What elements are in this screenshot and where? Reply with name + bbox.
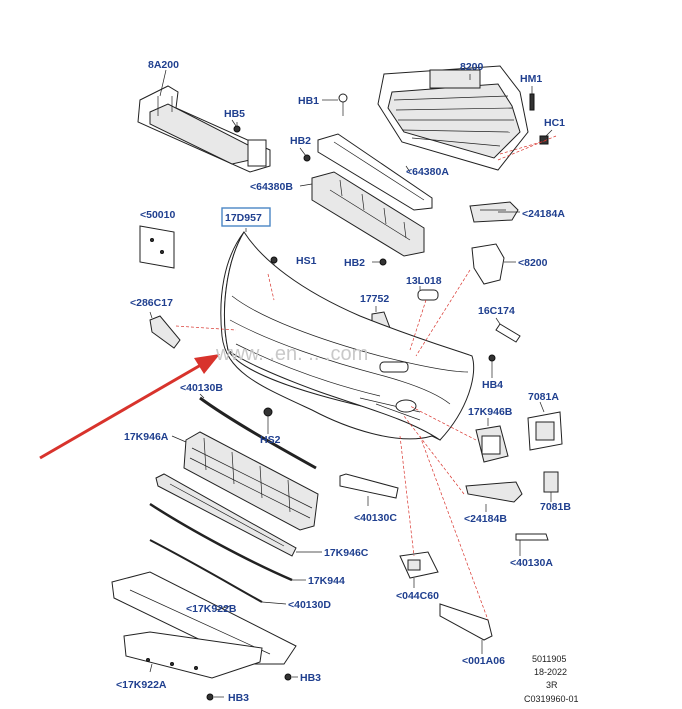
shield-17k922a [123,631,263,679]
callout-24184a: <24184A [522,208,565,220]
callout-17k946c: 17K946C [324,547,369,559]
bracket-044c60 [399,551,439,579]
callout-50010: <50010 [140,209,175,221]
duct-24184b [465,481,523,503]
bracket-7081a [527,411,563,451]
callout-40130a: <40130A [510,557,553,569]
callout-hb2-upper: HB2 [290,135,311,147]
callout-17k944: 17K944 [308,575,345,587]
strip-40130d [149,539,263,603]
grille-17k946a [183,431,319,531]
callout-hb3-right: HB3 [300,672,321,684]
callout-hm1: HM1 [520,73,542,85]
grille-17k946c [155,473,297,557]
callout-40130d: <40130D [288,599,331,611]
callout-8200-bracket: <8200 [518,257,548,269]
callout-64380b: <64380B [250,181,293,193]
callout-hb2-lower: HB2 [344,257,365,269]
red-leader-lines [175,135,557,621]
bolt-hb3-right [284,673,292,681]
trim-40130c [339,473,399,499]
bracket-8200 [471,243,505,285]
callout-13l018: 13L018 [406,275,442,287]
callout-7081b: 7081B [540,501,571,513]
bezel-17k946b [475,425,509,463]
callout-hs2: HS2 [260,434,281,446]
callout-17752: 17752 [360,293,389,305]
pointer-arrow [39,354,220,460]
callout-17d957: 17D957 [225,212,262,224]
screw-hm1 [529,86,535,111]
callout-24184b: <24184B [464,513,507,525]
callout-17k922a: <17K922A [116,679,167,691]
reference-block: 5011905 18-2022 3R C0319960-01 [524,654,579,704]
duct-24184a [469,201,519,223]
bracket-8a200 [137,69,271,173]
part-13l018 [417,289,439,301]
ref-line-1: 5011905 [532,654,566,664]
bracket-286c17 [149,315,181,349]
absorber-64380b [311,171,425,257]
bolt-hb2-lower [379,258,387,266]
callout-hs1: HS1 [296,255,317,267]
bolt-hb2-upper [303,154,311,162]
callout-8a200: 8A200 [148,59,179,71]
beam-64380a [317,133,433,211]
callout-labels: 8A200 8200 HM1 HB5 HB1 HC1 HB2 <64380A <… [116,59,571,704]
callout-17k946b: 17K946B [468,406,513,418]
bolt-hb1 [338,93,348,116]
callout-8200: 8200 [460,61,484,73]
callout-hb4: HB4 [482,379,503,391]
undertray-17k922b [111,571,297,665]
callout-hb3-left: HB3 [228,692,249,704]
ref-line-4: C0319960-01 [524,694,579,704]
callout-40130c: <40130C [354,512,397,524]
trim-40130b [199,396,317,470]
part-7081b [543,471,559,498]
callout-hc1: HC1 [544,117,565,129]
callout-286c17: <286C17 [130,297,173,309]
bumper-cover-17d957 [220,231,475,441]
ref-line-2: 18-2022 [534,667,567,677]
plate-50010 [139,225,175,269]
callout-hb1: HB1 [298,95,319,107]
sensor-16c174 [488,323,521,372]
callout-16c174: 16C174 [478,305,515,317]
leader-lines [149,99,552,698]
bolt-hb5 [233,122,241,133]
callout-7081a: 7081A [528,391,559,403]
callout-64380a: <64380A [406,166,449,178]
ref-line-3: 3R [546,680,558,690]
callout-17k922b: <17K922B [186,603,237,615]
grille-8200 [377,65,529,171]
callout-044c60: <044C60 [396,590,439,602]
callout-40130b: <40130B [180,382,223,394]
watermark: www. .en. .. .com [215,343,368,365]
trim-40130a [515,533,549,541]
callout-17k946a: 17K946A [124,431,169,443]
clip-hs2 [263,407,273,430]
highlight-box-17d957 [221,207,271,227]
bolt-hb3-left [206,693,214,701]
strip-17k944 [149,502,293,582]
callout-001a06: <001A06 [462,655,505,667]
bracket-001a06 [439,603,493,641]
clip-hc1 [539,129,553,145]
callout-hb5: HB5 [224,108,245,120]
